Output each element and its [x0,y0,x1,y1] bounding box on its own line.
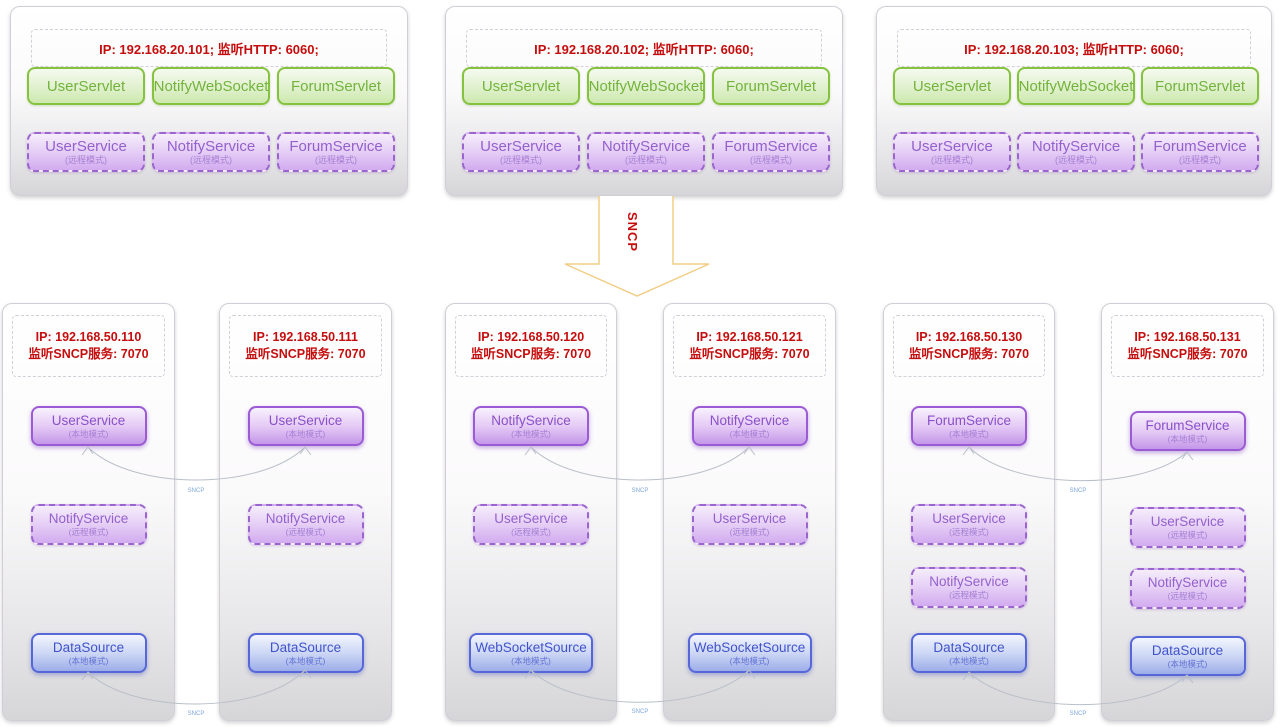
sncp-server-card-110: IP: 192.168.50.110 监听SNCP服务: 7070 UserSe… [2,303,175,721]
sncp-server-card-120: IP: 192.168.50.120 监听SNCP服务: 7070 Notify… [445,303,617,721]
servlet-box-user: UserServlet [462,67,580,105]
server-ip-text: IP: 192.168.50.130 [915,330,1023,344]
server-listen-text: 监听SNCP服务: 7070 [245,347,366,361]
service-box-notify-remote: NotifyService (远程模式) [911,567,1027,608]
service-box-notify-local: NotifyService (本地模式) [473,406,589,446]
server-ip-header: IP: 192.168.20.101; 监听HTTP: 6060; [31,29,387,67]
service-box-forum-remote: ForumService (远程模式) [712,132,830,172]
service-box-user-remote: UserService (远程模式) [1129,507,1246,548]
service-box-datasource-local: DataSource (本地模式) [247,633,364,673]
server-listen-text: 监听SNCP服务: 7070 [1127,347,1248,361]
service-box-forum-local: ForumService (本地模式) [911,406,1027,446]
servlet-row: UserServlet NotifyWebSocket ForumServlet [462,67,830,105]
service-box-notify-local: NotifyService (本地模式) [691,406,808,446]
server-ip-header: IP: 192.168.50.111 监听SNCP服务: 7070 [229,315,382,377]
sncp-server-card-130: IP: 192.168.50.130 监听SNCP服务: 7070 ForumS… [883,303,1055,721]
server-ip-text: IP: 192.168.20.103; 监听HTTP: 6060; [964,41,1184,57]
service-box-datasource-local: DataSource (本地模式) [1129,636,1246,676]
servlet-box-forum: ForumServlet [1141,67,1259,105]
server-ip-header: IP: 192.168.50.120 监听SNCP服务: 7070 [455,315,607,377]
service-box-user-remote: UserService (远程模式) [27,132,145,172]
http-server-card-101: IP: 192.168.20.101; 监听HTTP: 6060; UserSe… [10,6,408,196]
service-box-notify-remote: NotifyService (远程模式) [152,132,270,172]
service-box-user-local: UserService (本地模式) [247,406,364,446]
server-ip-text: IP: 192.168.50.110 [35,330,142,344]
http-server-card-103: IP: 192.168.20.103; 监听HTTP: 6060; UserSe… [876,6,1272,196]
connector-protocol-label: SNCP [188,488,205,494]
server-listen-text: 监听SNCP服务: 7070 [28,347,149,361]
sncp-server-card-131: IP: 192.168.50.131 监听SNCP服务: 7070 ForumS… [1101,303,1274,721]
connector-protocol-label: SNCP [1070,711,1087,717]
remote-service-row: UserService (远程模式) NotifyService (远程模式) … [893,132,1259,172]
remote-service-row: UserService (远程模式) NotifyService (远程模式) … [27,132,395,172]
sncp-server-card-121: IP: 192.168.50.121 监听SNCP服务: 7070 Notify… [663,303,836,721]
service-box-user-local: UserService (本地模式) [30,406,147,446]
server-ip-text: IP: 192.168.50.111 [253,330,358,344]
sncp-server-card-111: IP: 192.168.50.111 监听SNCP服务: 7070 UserSe… [219,303,392,721]
service-box-user-remote: UserService (远程模式) [473,504,589,545]
server-ip-text: IP: 192.168.20.102; 监听HTTP: 6060; [534,41,754,57]
service-box-websocketsource-local: WebSocketSource (本地模式) [469,633,593,673]
service-box-notify-remote: NotifyService (远程模式) [1017,132,1135,172]
service-box-websocketsource-local: WebSocketSource (本地模式) [687,633,812,673]
server-listen-text: 监听SNCP服务: 7070 [908,347,1030,361]
servlet-box-notify: NotifyWebSocket [587,67,705,105]
service-box-user-remote: UserService (远程模式) [462,132,580,172]
service-box-user-remote: UserService (远程模式) [911,504,1027,545]
server-ip-header: IP: 192.168.50.110 监听SNCP服务: 7070 [12,315,165,377]
service-box-notify-remote: NotifyService (远程模式) [247,504,364,545]
server-ip-text: IP: 192.168.50.121 [696,330,803,344]
servlet-box-notify: NotifyWebSocket [1017,67,1135,105]
servlet-box-user: UserServlet [27,67,145,105]
connector-protocol-label: SNCP [632,488,649,494]
http-server-card-102: IP: 192.168.20.102; 监听HTTP: 6060; UserSe… [445,6,843,196]
remote-service-row: UserService (远程模式) NotifyService (远程模式) … [462,132,830,172]
service-box-notify-remote: NotifyService (远程模式) [587,132,705,172]
service-box-forum-remote: ForumService (远程模式) [277,132,395,172]
server-ip-header: IP: 192.168.50.131 监听SNCP服务: 7070 [1111,315,1264,377]
service-box-forum-local: ForumService (本地模式) [1129,411,1246,451]
server-ip-text: IP: 192.168.50.131 [1134,330,1241,344]
connector-protocol-label: SNCP [1070,488,1087,494]
connector-protocol-label: SNCP [632,709,649,715]
server-ip-header: IP: 192.168.50.121 监听SNCP服务: 7070 [673,315,826,377]
servlet-row: UserServlet NotifyWebSocket ForumServlet [27,67,395,105]
sncp-arrow-label: SNCP [625,211,640,253]
servlet-box-forum: ForumServlet [277,67,395,105]
servlet-row: UserServlet NotifyWebSocket ForumServlet [893,67,1259,105]
servlet-box-forum: ForumServlet [712,67,830,105]
servlet-box-user: UserServlet [893,67,1011,105]
service-box-datasource-local: DataSource (本地模式) [30,633,147,673]
service-box-user-remote: UserService (远程模式) [691,504,808,545]
servlet-box-notify: NotifyWebSocket [152,67,270,105]
service-box-notify-remote: NotifyService (远程模式) [1129,568,1246,609]
server-listen-text: 监听SNCP服务: 7070 [689,347,810,361]
service-box-notify-remote: NotifyService (远程模式) [30,504,147,545]
server-ip-header: IP: 192.168.20.102; 监听HTTP: 6060; [466,29,822,67]
server-ip-header: IP: 192.168.50.130 监听SNCP服务: 7070 [893,315,1045,377]
server-ip-header: IP: 192.168.20.103; 监听HTTP: 6060; [897,29,1251,67]
service-box-user-remote: UserService (远程模式) [893,132,1011,172]
service-box-forum-remote: ForumService (远程模式) [1141,132,1259,172]
connector-protocol-label: SNCP [188,711,205,717]
server-listen-text: 监听SNCP服务: 7070 [470,347,592,361]
server-ip-text: IP: 192.168.50.120 [477,330,585,344]
service-box-datasource-local: DataSource (本地模式) [911,633,1027,673]
server-ip-text: IP: 192.168.20.101; 监听HTTP: 6060; [99,41,319,57]
